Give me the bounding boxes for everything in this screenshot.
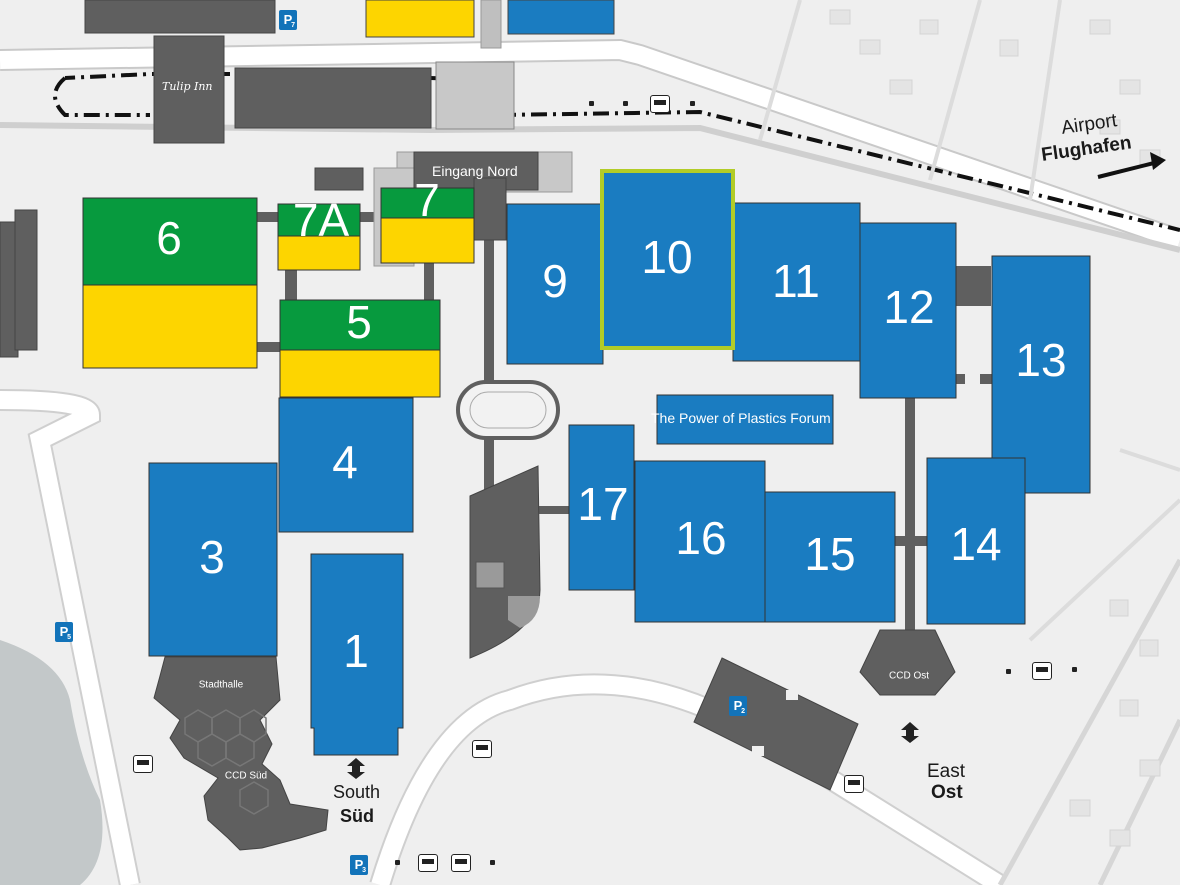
hall-7a-label[interactable]: 7A [292,194,350,246]
east-entrance-label-de: Ost [931,782,963,803]
ccd-ost-label: CCD Ost [889,670,929,682]
shuttle-bus-icon [418,854,438,872]
stadthalle-ccd-sued-building [153,656,329,851]
hall-12-label[interactable]: 12 [883,281,935,333]
stop-marker [589,101,594,106]
hotel-building [153,35,225,144]
stop-marker [1072,667,1077,672]
hall-7-label[interactable]: 7 [414,174,440,226]
hall-3-label[interactable]: 3 [199,531,225,583]
shuttle-bus-icon [1032,662,1052,680]
hall-17-label[interactable]: 17 [577,478,629,530]
hall-14-label[interactable]: 14 [950,518,1002,570]
stadthalle-label: Stadthalle [198,679,244,691]
hall-10-label[interactable]: 10 [641,231,693,283]
south-entrance-arrow [347,758,365,779]
shuttle-bus-icon [451,854,471,872]
parking-garage [693,657,859,791]
stop-marker [1006,669,1011,674]
ccd-ost-building [859,629,956,696]
shuttle-bus-icon [650,95,670,113]
stop-marker [490,860,495,865]
hall-13-label[interactable]: 13 [1015,334,1067,386]
stop-marker [623,101,628,106]
hall-5-label[interactable]: 5 [346,296,372,348]
hall-1-label[interactable]: 1 [343,625,369,677]
airport-arrow [1097,152,1166,179]
stop-marker [690,101,695,106]
stop-marker [395,860,400,865]
north-entrance-label[interactable]: Eingang Nord [432,163,518,179]
shuttle-bus-icon [472,740,492,758]
south-entrance-label-de: Süd [340,806,374,826]
hall-10-highlight [600,169,735,350]
east-entrance-label-en: East [927,761,966,782]
hall-6-label[interactable]: 6 [156,212,182,264]
hall-11-label[interactable]: 11 [772,255,820,307]
hall-16-label[interactable]: 16 [675,512,727,564]
hall-15-label[interactable]: 15 [804,528,856,580]
hall-4-label[interactable]: 4 [332,436,358,488]
lake [0,640,103,885]
ccd-sued-label: CCD Süd [224,770,268,782]
plastics-forum-label[interactable]: The Power of Plastics Forum [651,410,831,426]
east-entrance-arrow [901,722,919,743]
shuttle-bus-icon [133,755,153,773]
south-entrance-label-en: South [333,782,381,802]
hall-9-label[interactable]: 9 [542,255,568,307]
railway-line [499,109,1180,232]
hotel-logo: Tulip Inn [162,80,213,93]
shuttle-bus-icon [844,775,864,793]
